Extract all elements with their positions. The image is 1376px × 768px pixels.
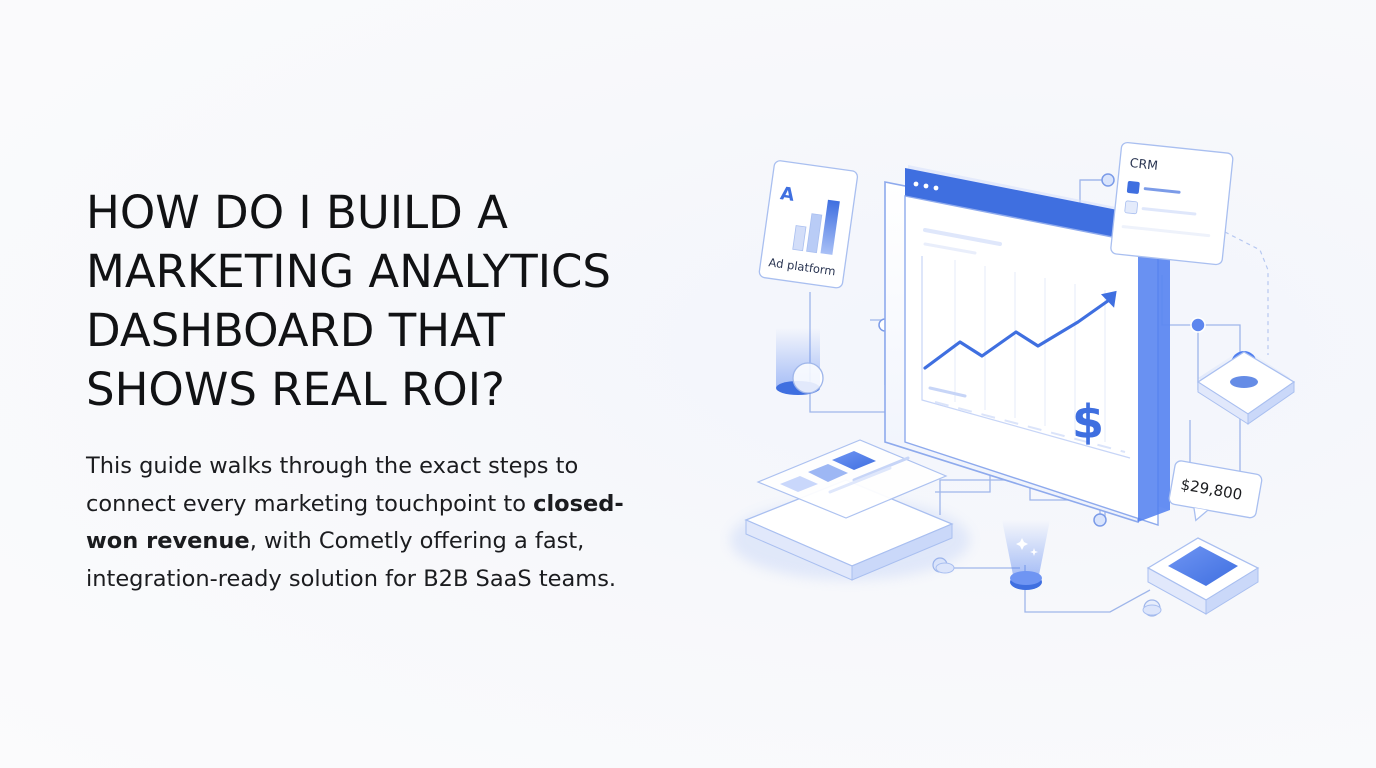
description-line-3: won revenue, with Cometly offering a fas… <box>86 523 686 561</box>
description-line-3-text: , with Cometly offering a fast, <box>249 528 585 554</box>
trend-arrow-icon <box>923 296 1114 370</box>
ad-platform-card: A Ad platform <box>758 160 859 289</box>
status-node <box>1196 348 1296 425</box>
crm-label: CRM <box>1129 155 1159 173</box>
crm-card-icon <box>1121 181 1211 238</box>
page-title: HOW DO I BUILD A MARKETING ANALYTICS DAS… <box>86 183 726 419</box>
revenue-pedestal <box>1146 537 1260 615</box>
decorative-dots <box>935 562 1162 616</box>
revenue-tag: $29,800 <box>1168 460 1263 522</box>
dashboard-illustration: A Ad platform <box>730 141 1296 617</box>
closed-won-emphasis-1: closed- <box>533 490 624 517</box>
description-line-1: This guide walks through the exact steps… <box>86 453 579 479</box>
description-line-4: integration-ready solution for B2B SaaS … <box>86 565 617 592</box>
title-line-3: DASHBOARD THAT <box>86 304 505 357</box>
title-line-1: HOW DO I BUILD A <box>86 186 508 239</box>
dollar-icon: $ <box>1072 395 1104 449</box>
dashed-link <box>1224 231 1269 355</box>
analytics-monitor: $ <box>884 165 1170 526</box>
database-icon <box>776 328 824 395</box>
title-line-4: SHOWS REAL ROI? <box>86 363 505 416</box>
data-source-beam <box>1002 520 1050 590</box>
description-line-2: connect every marketing touchpoint to cl… <box>86 486 686 524</box>
bar-chart-icon <box>792 199 840 255</box>
description: This guide walks through the exact steps… <box>86 448 686 598</box>
crm-card: CRM <box>1110 141 1234 266</box>
description-line-2-text: connect every marketing touchpoint to <box>86 490 534 517</box>
ad-platform-logo-icon: A <box>779 183 796 206</box>
title-line-2: MARKETING ANALYTICS <box>86 245 611 298</box>
closed-won-emphasis-2: won revenue <box>86 528 250 554</box>
report-platform <box>730 439 970 581</box>
